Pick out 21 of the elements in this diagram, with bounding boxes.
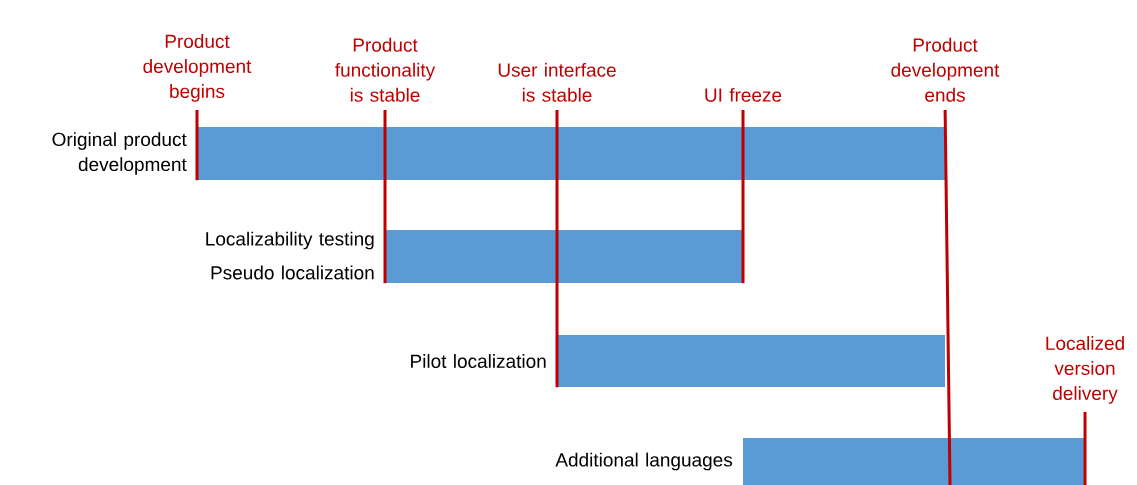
milestone-line	[943, 110, 952, 485]
milestone-label: Product development begins	[143, 34, 252, 102]
milestone-label: User interface is stable	[498, 62, 616, 102]
task-bar	[197, 127, 945, 180]
milestone-label: Product functionality is stable	[335, 37, 436, 102]
milestone-label: Localized version delivery	[1046, 336, 1124, 404]
milestone-line	[555, 110, 559, 388]
milestone-label: UI freeze	[705, 87, 782, 102]
task-label: Additional languages	[555, 452, 733, 471]
task-bar	[385, 230, 743, 283]
task-label: Pilot localization	[411, 354, 546, 368]
milestone-line	[195, 110, 199, 181]
task-label: Original product development	[52, 132, 187, 175]
task-bar	[743, 438, 1085, 485]
milestone-label: Product development ends	[891, 37, 1000, 102]
task-label: Pseudo localization	[211, 265, 374, 280]
task-bar	[557, 335, 945, 387]
milestone-line	[741, 110, 745, 284]
milestone-line	[1083, 412, 1087, 485]
milestone-line	[383, 110, 387, 284]
task-label: Localizability testing	[206, 231, 374, 250]
